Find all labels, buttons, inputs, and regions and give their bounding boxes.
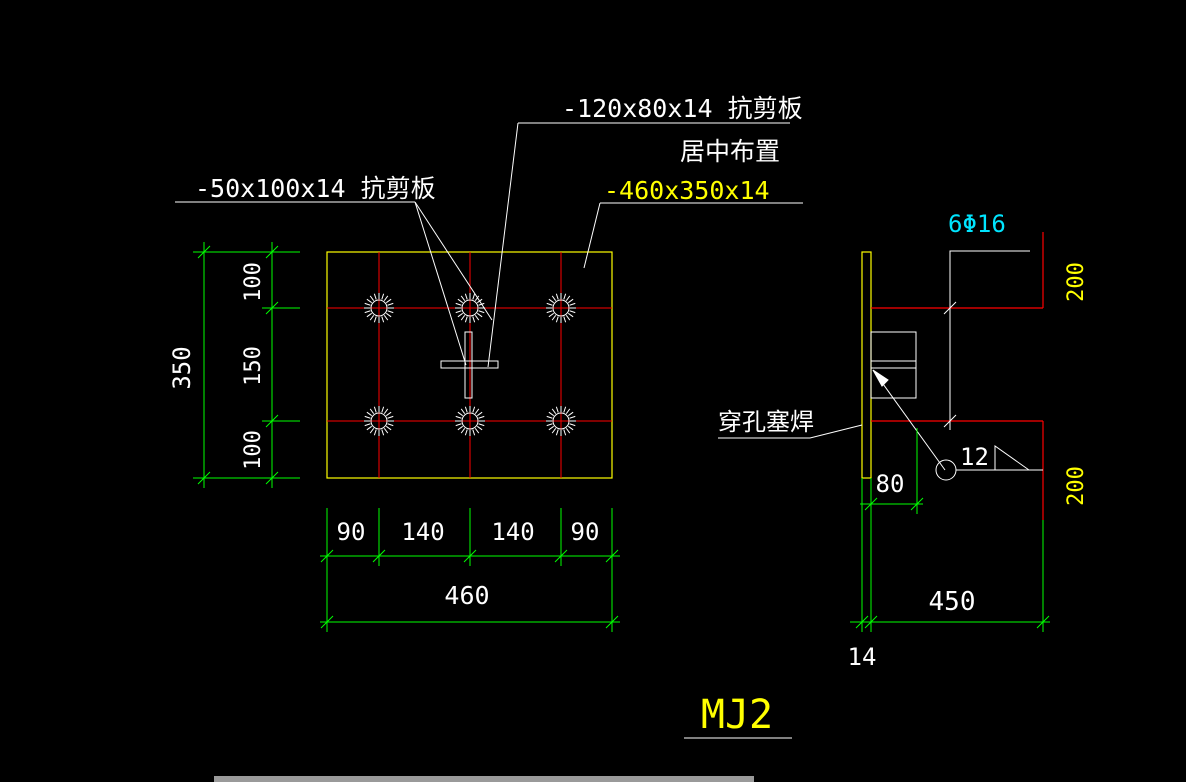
dim-length: 450: [929, 587, 976, 617]
dim-width-right: 90: [571, 518, 600, 546]
weld-leader: [718, 369, 1043, 481]
dim-anchor-spacing-top: 200: [1064, 262, 1089, 302]
plug-weld-hole: [546, 406, 576, 436]
dim-height-bottom: 100: [241, 430, 266, 470]
dim-thickness: 14: [848, 643, 877, 671]
label-shear-plate-2: -50x100x14 抗剪板: [195, 174, 436, 203]
horizontal-dimensions: [320, 508, 620, 632]
vertical-dimensions: [193, 242, 300, 488]
label-shear-plate-1: -120x80x14 抗剪板: [562, 94, 803, 123]
label-weld: 穿孔塞焊: [718, 408, 814, 436]
fillet-weld-symbol: [994, 445, 1030, 471]
side-plate: [861, 251, 872, 479]
dim-height-top: 100: [241, 262, 266, 302]
horizontal-scrollbar[interactable]: [214, 776, 754, 782]
label-embed-plate: -460x350x14: [604, 176, 770, 205]
side-shear-plate: [870, 331, 917, 399]
weld-all-around-symbol: [935, 459, 957, 481]
anchor-grid: [327, 252, 612, 478]
plug-weld-hole: [455, 293, 485, 323]
plug-weld-hole: [364, 406, 394, 436]
shear-plate-vertical: [464, 331, 473, 399]
side-view: 6Φ16 穿孔塞焊 12 200 200 80 450 14: [718, 210, 1089, 671]
plug-weld-hole: [364, 293, 394, 323]
drawing-title: MJ2: [684, 692, 792, 739]
plug-weld-hole: [455, 406, 485, 436]
dim-width-left: 90: [337, 518, 366, 546]
dim-offset: 80: [876, 470, 905, 498]
label-rebar: 6Φ16: [948, 210, 1006, 238]
shear-plate-horizontal: [440, 360, 499, 369]
label-shear-plate-1-note: 居中布置: [680, 137, 780, 166]
side-dimensions: [850, 428, 1050, 632]
leaders: [175, 122, 803, 368]
title-text: MJ2: [701, 692, 773, 738]
dim-height-total: 350: [168, 346, 196, 389]
plug-weld-holes: [364, 293, 576, 436]
dim-anchor-spacing-bottom: 200: [1064, 466, 1089, 506]
front-view: -120x80x14 抗剪板 居中布置 -50x100x14 抗剪板 -460x…: [168, 94, 803, 632]
dim-height-middle: 150: [241, 346, 266, 386]
label-weld-size: 12: [960, 443, 989, 471]
plug-weld-hole: [546, 293, 576, 323]
dim-width-center-right: 140: [491, 518, 534, 546]
dim-width-center-left: 140: [401, 518, 444, 546]
rebar-leader: [943, 250, 1030, 430]
dim-width-total: 460: [444, 581, 489, 610]
